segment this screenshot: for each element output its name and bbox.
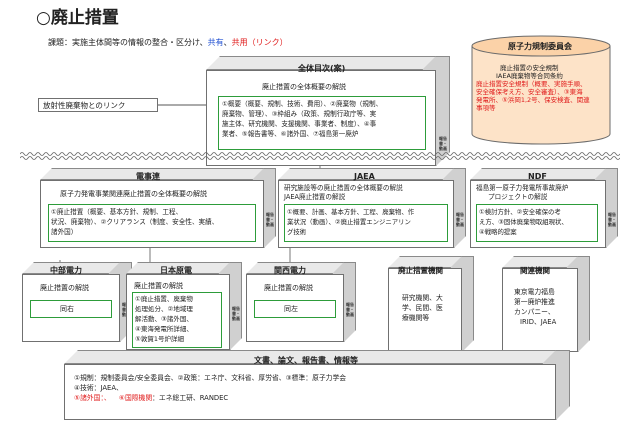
nra-red-0: 廃止措置安全規制（概要、実施手順、 <box>476 80 587 88</box>
subtitle-shared: 共有 <box>207 38 224 47</box>
japc-title: 日本原電 <box>160 266 192 275</box>
subtitle-sep: 、 <box>223 38 232 47</box>
jaea-item-0: ①概要、計画、基本方針、工程、廃棄物、作 <box>287 208 415 216</box>
nra-red-2: 発電所、⑤浜岡1,2号、保安検査、関連 <box>476 96 590 104</box>
docs-line3-rest: ：エネ総工研、RANDEC <box>152 394 229 402</box>
overall-side-tag: 報告書・動画 <box>439 136 447 151</box>
japc-item-4: ⑤敦賀1号炉詳細 <box>135 335 184 343</box>
subtitle-prefix: 課題：実施主体間等の情報の整合・区分け、 <box>48 38 208 47</box>
overall-item-1: 廃棄物、管理）、③枠組み（政策、規制行政庁等、実 <box>222 110 377 118</box>
jaea-title: JAEA <box>354 172 375 181</box>
docs-line-1: ①規制：規制委員会/安全委員会、②政策：エネ庁、文科省、厚労省、③標準：原子力学… <box>74 374 347 382</box>
docs-foreign: ⑤諸外国：、 <box>74 394 111 402</box>
docs-line-2: ④技術：JAEA、 <box>74 384 123 392</box>
decom-org-box: 廃止措置機関 研究機関、大 学、民間、医 療機関等 <box>388 256 474 352</box>
overall-desc: 廃止措置の全体概要の解説 <box>262 83 346 91</box>
chubu-box: 中部電力 廃止措置の解説 同右 報告書・動画 <box>22 262 132 342</box>
overall-item-0: ①概要（概要、規制、技術、費用）、②廃棄物（規制、 <box>222 100 383 108</box>
ndf-item-2: ④戦略的提案 <box>479 228 517 236</box>
subtitle-shared-link: 共用（リンク） <box>231 38 288 47</box>
radwaste-link-label: 放射性廃棄物とのリンク <box>43 101 126 110</box>
docs-box-front <box>64 364 556 420</box>
jaea-box: JAEA 研究施設等の廃止措置の全体概要の解説 JAEA廃止措置の解説 ①概要、… <box>278 168 466 248</box>
japc-box: 日本原電 廃止措置の解説 ①廃止措置、廃棄物 処理処分、②地域理 解活動、③諸外… <box>126 262 242 350</box>
decom-org-line-1: 学、民間、医 <box>402 304 443 312</box>
decom-org-box-front <box>388 268 462 352</box>
related-org-box-front <box>502 268 578 352</box>
decom-org-title: 廃止措置機関 <box>398 266 443 275</box>
kansai-inner-box <box>254 300 336 318</box>
jaea-desc-1: JAEA廃止措置の解説 <box>284 193 346 201</box>
jaea-items-box <box>284 204 448 242</box>
overall-item-3: 業者、⑤報告書等、⑥諸外国、⑦福島第一廃炉 <box>222 130 359 138</box>
decom-org-line-2: 療機関等 <box>402 314 430 322</box>
japc-item-2: 解活動、③諸外国、 <box>135 315 193 323</box>
ndf-side-tag: 報告書・動画 <box>608 212 616 227</box>
docs-intl: ⑥国際機関 <box>118 394 153 402</box>
decom-org-line-0: 研究機関、大 <box>402 294 443 302</box>
kansai-desc: 廃止措置の解説 <box>264 284 313 292</box>
fepc-item-1: 状況、廃棄物）、②クリアランス（制度、安全性、実績、 <box>51 218 219 226</box>
related-org-line-1: 第一廃炉推進 <box>514 298 555 306</box>
docs-line-3: ⑤諸外国：、 ⑥国際機関：エネ総工研、RANDEC <box>74 394 228 403</box>
fepc-side-tag: 報告書・動画 <box>266 212 274 227</box>
overall-title: 全体目次(案) <box>298 64 346 73</box>
overall-items-box <box>218 96 426 150</box>
ndf-desc-1: プロジェクトの解説 <box>488 193 548 201</box>
fepc-title: 電事連 <box>136 172 160 181</box>
fepc-desc: 原子力発電事業関連廃止措置の全体概要の解説 <box>60 190 207 198</box>
kansai-side-tag: 報告書・動画 <box>346 302 354 317</box>
chubu-title: 中部電力 <box>50 266 82 275</box>
related-org-line-3: IRID、JAEA <box>520 318 557 326</box>
chubu-desc: 廃止措置の解説 <box>40 284 89 292</box>
overall-box: 全体目次(案) 廃止措置の全体概要の解説 ①概要（概要、規制、技術、費用）、②廃… <box>206 56 450 166</box>
docs-title: 文書、論文、報告書、情報等 <box>254 356 358 365</box>
nra-cylinder: 原子力規制委員会 廃止措置の安全規制 IAEA廃棄物等合同条約 廃止措置安全規制… <box>470 34 612 146</box>
nra-line-1: IAEA廃棄物等合同条約 <box>496 72 563 80</box>
ndf-title: NDF <box>528 172 547 181</box>
kansai-box: 関西電力 廃止措置の解説 同左 報告書・動画 <box>246 262 356 342</box>
related-org-box: 関連機関 東京電力福島 第一廃炉推進 カンパニー、 IRID、JAEA <box>502 256 590 352</box>
link-arrow <box>158 104 206 106</box>
japc-item-0: ①廃止措置、廃棄物 <box>135 295 193 303</box>
cylinder-shape <box>471 35 611 145</box>
jaea-item-1: 業状況（動画）、②廃止措置エンジニアリン <box>287 218 411 226</box>
chubu-inner-box <box>30 300 112 318</box>
nra-red-3: 事項等 <box>476 104 496 112</box>
japc-items-box <box>132 292 222 348</box>
kansai-title: 関西電力 <box>274 266 306 275</box>
jaea-side-tag: 報告書・動画 <box>456 212 464 227</box>
related-org-title: 関連機関 <box>520 266 550 275</box>
related-org-line-2: カンパニー、 <box>514 308 555 316</box>
radwaste-link-box[interactable]: 放射性廃棄物とのリンク <box>38 98 158 112</box>
subtitle: 課題：実施主体間等の情報の整合・区分け、共有、共用（リンク） <box>48 38 288 48</box>
docs-box: 文書、論文、報告書、情報等 ①規制：規制委員会/安全委員会、②政策：エネ庁、文科… <box>64 350 570 420</box>
ndf-box: NDF 福島第一原子力発電所事故廃炉 プロジェクトの解説 ①検討方針、②安全確保… <box>470 168 618 248</box>
fepc-items-box <box>48 204 256 242</box>
wavy-separator <box>20 152 620 160</box>
overall-item-2: 施主体、研究機関、支援機関、事業者、制度）、④事 <box>222 120 377 128</box>
fepc-box: 電事連 原子力発電事業関連廃止措置の全体概要の解説 ①廃止措置（概要、基本方針、… <box>40 168 276 248</box>
japc-desc: 廃止措置の解説 <box>134 282 183 290</box>
japc-item-1: 処理処分、②地域理 <box>135 305 193 313</box>
page-title: ○廃止措置 <box>36 8 119 28</box>
nra-red-1: 安全確保考え方、安全審査）、③東海 <box>476 88 583 96</box>
jaea-item-2: グ技術 <box>287 228 307 236</box>
nra-title: 原子力規制委員会 <box>508 42 572 51</box>
japc-item-3: ④東海発電所詳細、 <box>135 325 193 333</box>
ndf-item-1: え方、③固体廃棄物取組現状、 <box>479 218 568 226</box>
fepc-item-0: ①廃止措置（概要、基本方針、規制、工程、 <box>51 208 183 216</box>
japc-side-tag: 報告書・動画 <box>232 306 240 321</box>
nra-line-0: 廃止措置の安全規制 <box>500 64 559 72</box>
chubu-inner: 同右 <box>60 305 74 313</box>
ndf-items-box <box>476 204 598 242</box>
jaea-desc-0: 研究施設等の廃止措置の全体概要の解説 <box>284 184 403 192</box>
related-org-line-0: 東京電力福島 <box>514 288 555 296</box>
ndf-item-0: ①検討方針、②安全確保の考 <box>479 208 561 216</box>
fepc-item-2: 諸外国） <box>51 228 78 236</box>
kansai-inner: 同左 <box>284 305 298 313</box>
ndf-desc-0: 福島第一原子力発電所事故廃炉 <box>476 184 569 192</box>
